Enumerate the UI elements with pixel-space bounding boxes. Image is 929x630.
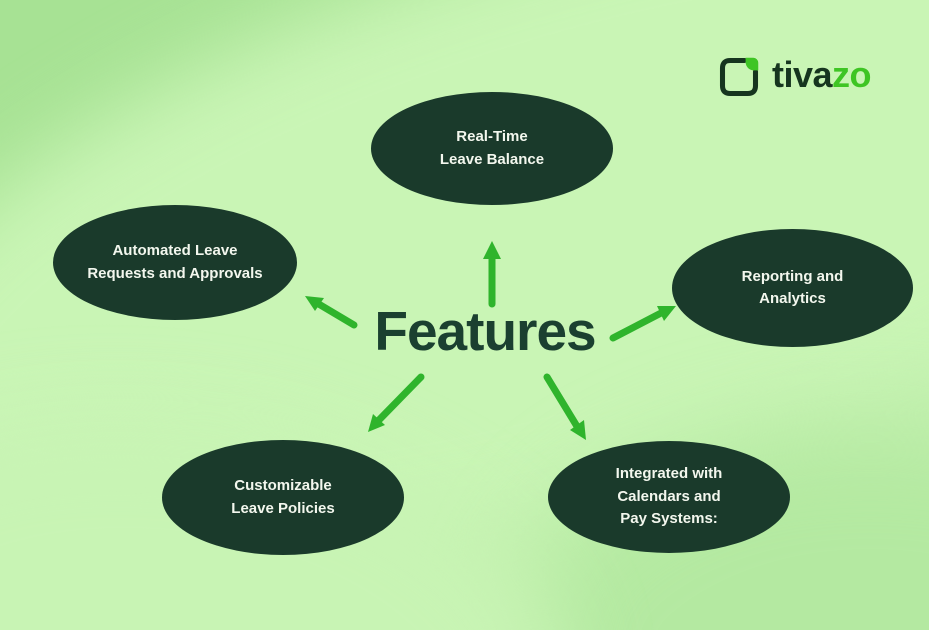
arrow-lower-left-icon [368, 373, 425, 432]
feature-node-integrated-calendars-pay: Integrated with Calendars and Pay System… [548, 441, 790, 553]
node-label-line: Automated Leave [112, 242, 238, 259]
node-label-line: Customizable [234, 477, 332, 494]
node-label-line: Requests and Approvals [87, 264, 263, 282]
node-label-line: Calendars and [617, 487, 721, 505]
node-label-line: Analytics [759, 290, 826, 307]
node-label-line: Pay Systems: [620, 510, 718, 528]
brand-name-dark: tiva [771, 54, 833, 95]
tivazo-logo: tivazo [717, 54, 872, 99]
diagram-title: Features [374, 300, 596, 362]
node-label-line: Integrated with [615, 465, 723, 483]
node-label-line: Leave Balance [439, 150, 545, 168]
node-label-line: Real-Time [456, 128, 528, 145]
crop-frame-icon [719, 57, 759, 97]
arrow-upper-left-icon [305, 296, 358, 329]
tivazo-logo-text: tivazo [771, 54, 872, 97]
feature-node-customizable-policies: Customizable Leave Policies [162, 440, 404, 555]
feature-node-real-time-leave-balance: Real-Time Leave Balance [371, 92, 613, 205]
feature-node-reporting-analytics: Reporting and Analytics [672, 229, 913, 347]
brand-name-accent: zo [832, 54, 872, 95]
feature-node-automated-leave-requests: Automated Leave Requests and Approvals [53, 205, 297, 320]
arrow-up-icon [483, 241, 501, 308]
arrow-upper-right-icon [609, 306, 676, 342]
node-label-line: Leave Policies [231, 499, 335, 517]
node-label-line: Reporting and [741, 267, 844, 285]
arrow-lower-right-icon [543, 373, 586, 440]
